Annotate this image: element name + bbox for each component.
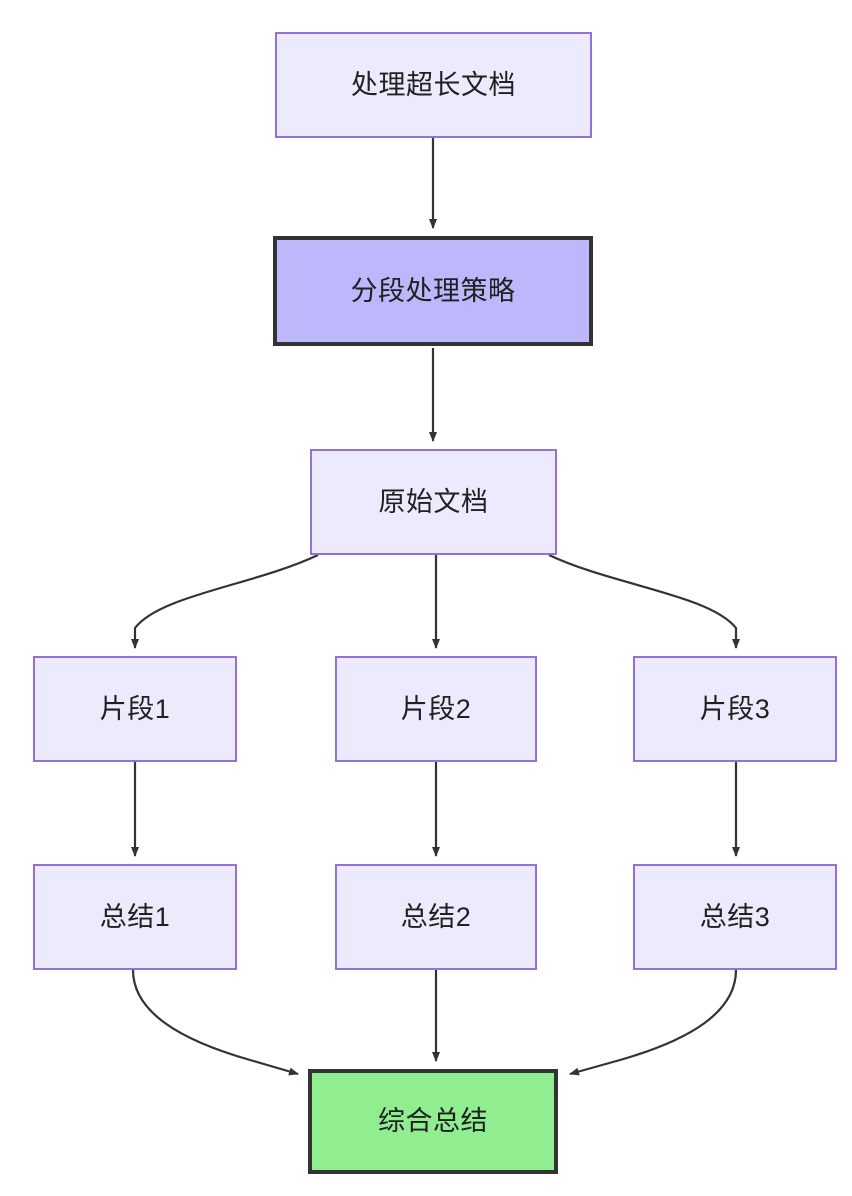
- node-label: 总结3: [699, 901, 771, 932]
- node-combined-summary[interactable]: 综合总结: [308, 1069, 558, 1174]
- node-summary-3[interactable]: 总结3: [633, 864, 837, 970]
- node-fragment-2[interactable]: 片段2: [335, 656, 537, 762]
- node-label: 综合总结: [378, 1106, 488, 1137]
- edge-n3-n4: [131, 554, 319, 649]
- node-original-document[interactable]: 原始文档: [310, 449, 557, 555]
- node-chunking-strategy[interactable]: 分段处理策略: [273, 236, 593, 346]
- edge-n9-n10: [569, 969, 738, 1076]
- node-label: 片段2: [400, 693, 472, 724]
- edge-n7-n10: [131, 969, 299, 1076]
- node-process-long-document[interactable]: 处理超长文档: [275, 32, 592, 138]
- node-fragment-1[interactable]: 片段1: [33, 656, 237, 762]
- node-fragment-3[interactable]: 片段3: [633, 656, 837, 762]
- node-summary-2[interactable]: 总结2: [335, 864, 537, 970]
- node-label: 总结1: [99, 901, 171, 932]
- node-label: 分段处理策略: [350, 275, 516, 306]
- node-label: 原始文档: [378, 486, 489, 517]
- node-label: 片段1: [99, 693, 171, 724]
- node-label: 片段3: [699, 693, 771, 724]
- node-summary-1[interactable]: 总结1: [33, 864, 237, 970]
- edge-n3-n6: [548, 554, 740, 649]
- node-label: 总结2: [400, 901, 472, 932]
- node-label: 处理超长文档: [351, 69, 516, 100]
